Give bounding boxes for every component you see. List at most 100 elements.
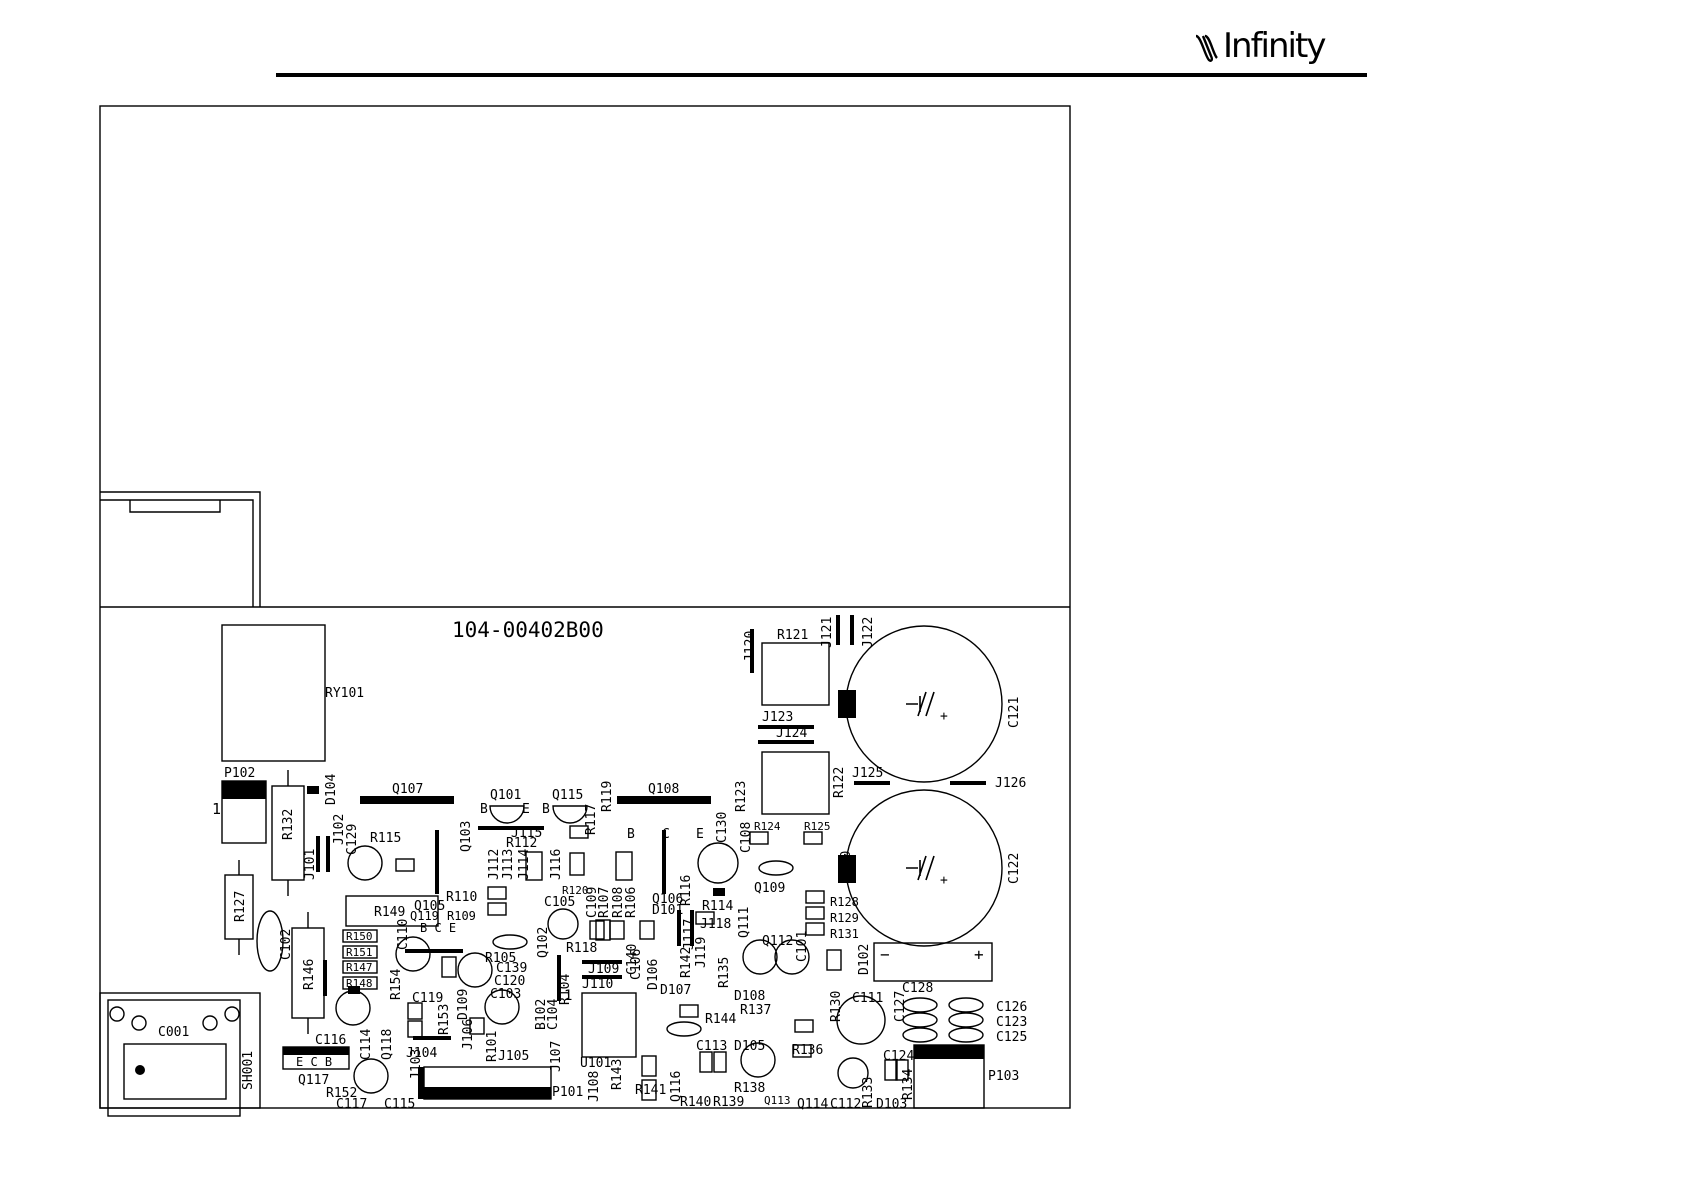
pin-b: B bbox=[480, 802, 488, 817]
label-C127: C127 bbox=[893, 991, 908, 1022]
label-J121: J121 bbox=[820, 617, 835, 648]
label-J118: J118 bbox=[700, 917, 731, 932]
label-R107: R107 bbox=[597, 887, 612, 918]
brand-name: Infinity bbox=[1223, 26, 1326, 66]
minus-mark: − bbox=[880, 945, 890, 964]
label-J104: J104 bbox=[406, 1046, 437, 1061]
label-R144: R144 bbox=[705, 1012, 736, 1027]
label-D102: D102 bbox=[857, 944, 872, 975]
label-J116: J116 bbox=[549, 849, 564, 880]
label-R154: R154 bbox=[389, 969, 404, 1000]
label-C001: C001 bbox=[158, 1025, 189, 1040]
label-Q117: Q117 bbox=[298, 1073, 329, 1088]
label-J120: J120 bbox=[743, 631, 758, 662]
label-R109: R109 bbox=[447, 909, 476, 923]
label-J103: J103 bbox=[409, 1049, 424, 1080]
label-C105: C105 bbox=[544, 895, 575, 910]
pin-b: B bbox=[627, 827, 635, 842]
label-Q114: Q114 bbox=[797, 1097, 828, 1112]
label-J117: J117 bbox=[682, 919, 697, 950]
label-J124: J124 bbox=[776, 726, 807, 741]
label-C124: C124 bbox=[883, 1049, 914, 1064]
label-J112: J112 bbox=[487, 849, 502, 880]
label-R106: R106 bbox=[624, 887, 639, 918]
label-R140: R140 bbox=[680, 1095, 711, 1110]
label-J106: J106 bbox=[461, 1019, 476, 1050]
label-RY101: RY101 bbox=[325, 686, 364, 701]
label-R151: R151 bbox=[346, 946, 373, 959]
label-Q118: Q118 bbox=[380, 1029, 395, 1060]
label-R121: R121 bbox=[777, 628, 808, 643]
label-C117: C117 bbox=[336, 1097, 367, 1112]
label-Q108: Q108 bbox=[648, 782, 679, 797]
label-J126: J126 bbox=[995, 776, 1026, 791]
label-C139: C139 bbox=[496, 961, 527, 976]
label-SH001: SH001 bbox=[241, 1051, 256, 1090]
ic-U101 bbox=[581, 992, 637, 1058]
label-ecb: E C B bbox=[296, 1055, 332, 1069]
resistor-R149 bbox=[345, 895, 439, 927]
label-C140: C140 bbox=[625, 944, 640, 975]
label-J101: J101 bbox=[303, 849, 318, 880]
infinity-logo-mark-icon bbox=[1195, 34, 1218, 62]
cap-C121 bbox=[845, 625, 1003, 783]
label-J109: J109 bbox=[588, 962, 619, 977]
label-J110: J110 bbox=[582, 977, 613, 992]
label-C114: C114 bbox=[359, 1029, 374, 1060]
pin-one-mark: 1 bbox=[212, 800, 221, 818]
pin-e: E bbox=[522, 802, 530, 817]
label-P103: P103 bbox=[988, 1069, 1019, 1084]
label-Q116: Q116 bbox=[669, 1071, 684, 1102]
label-R118: R118 bbox=[566, 941, 597, 956]
header-rule bbox=[276, 73, 1367, 77]
label-C116: C116 bbox=[315, 1033, 346, 1048]
label-R119: R119 bbox=[600, 781, 615, 812]
label-Q101: Q101 bbox=[490, 788, 521, 803]
label-C104: C104 bbox=[546, 999, 561, 1030]
label-R127: R127 bbox=[233, 891, 248, 922]
label-C126: C126 bbox=[996, 1000, 1027, 1015]
label-D109: D109 bbox=[456, 989, 471, 1020]
label-Q119: Q119 bbox=[410, 909, 439, 923]
label-R104: R104 bbox=[558, 974, 573, 1005]
label-R124: R124 bbox=[754, 820, 781, 833]
label-J105: J105 bbox=[498, 1049, 529, 1064]
label-D101: D101 bbox=[652, 903, 683, 918]
label-R130: R130 bbox=[829, 991, 844, 1022]
label-J114: J114 bbox=[517, 849, 532, 880]
label-C109: C109 bbox=[585, 887, 600, 918]
plus-mark: + bbox=[940, 709, 948, 724]
part-number: 104-00402B00 bbox=[452, 618, 604, 642]
label-J125: J125 bbox=[852, 766, 883, 781]
label-R112: R112 bbox=[506, 836, 537, 851]
label-J102: J102 bbox=[332, 814, 347, 845]
label-P101: P101 bbox=[552, 1085, 583, 1100]
label-R123: R123 bbox=[734, 781, 749, 812]
shield-outline bbox=[99, 992, 261, 1109]
label-Q112: Q112 bbox=[762, 934, 793, 949]
label-R139: R139 bbox=[713, 1095, 744, 1110]
plus-mark: + bbox=[974, 945, 984, 964]
label-C120: C120 bbox=[494, 974, 525, 989]
pin-c: C bbox=[662, 827, 670, 842]
label-D108: D108 bbox=[734, 989, 765, 1004]
label-D104: D104 bbox=[324, 774, 339, 805]
cap-C102 bbox=[256, 910, 284, 972]
label-R122: R122 bbox=[832, 767, 847, 798]
label-R128: R128 bbox=[830, 895, 859, 909]
label-Q102: Q102 bbox=[536, 927, 551, 958]
cap-C001 bbox=[123, 1043, 227, 1100]
label-C102: C102 bbox=[279, 929, 294, 960]
label-Q110: Q110 bbox=[839, 851, 854, 882]
label-C106: C106 bbox=[629, 949, 644, 980]
label-B102: B102 bbox=[534, 999, 549, 1030]
label-R101: R101 bbox=[485, 1031, 500, 1062]
label-R131: R131 bbox=[830, 927, 859, 941]
label-C113: C113 bbox=[696, 1039, 727, 1054]
label-R136: R136 bbox=[792, 1043, 823, 1058]
label-C129: C129 bbox=[345, 824, 360, 855]
pin-b: B bbox=[542, 802, 550, 817]
label-R150: R150 bbox=[346, 930, 373, 943]
label-C125: C125 bbox=[996, 1030, 1027, 1045]
label-J119: J119 bbox=[694, 937, 709, 968]
